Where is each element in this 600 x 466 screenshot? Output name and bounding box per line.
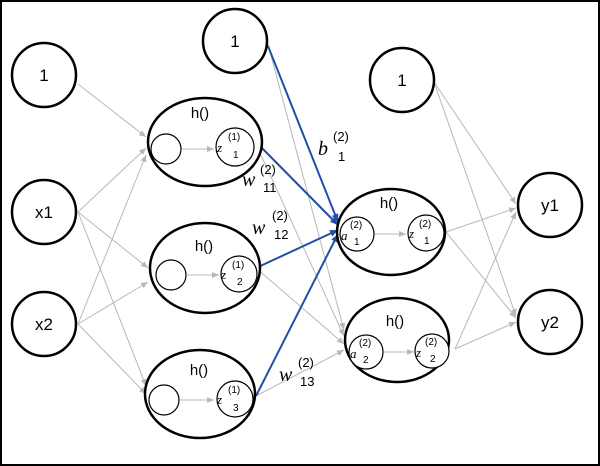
z3-superscript: (1) xyxy=(228,385,240,396)
edges-hidden2-to-output xyxy=(433,81,517,350)
input-node-x1: x1 xyxy=(10,178,78,246)
h2-2-activation-label: h() xyxy=(386,313,404,330)
b-symbol: b xyxy=(318,138,328,160)
z1-superscript: (1) xyxy=(228,132,240,143)
h2-activation-label: h() xyxy=(195,238,213,255)
a2-symbol: a xyxy=(350,346,357,361)
w12-subscript: 12 xyxy=(274,227,288,242)
a2-superscript: (2) xyxy=(359,338,371,349)
x1-label: x1 xyxy=(35,203,53,222)
a1-symbol: a xyxy=(341,228,348,243)
x2-label: x2 xyxy=(35,315,53,334)
input-node-x2: x2 xyxy=(10,290,78,358)
input-bias-label: 1 xyxy=(39,66,48,85)
hidden1-bias-label: 1 xyxy=(230,32,239,51)
hidden1-neuron-2: h() z (1) 2 xyxy=(148,221,262,315)
edges-highlighted xyxy=(254,45,339,397)
hidden2-neuron-1: h() a (2) 1 z (2) 1 xyxy=(335,187,447,277)
output-node-y2: y2 xyxy=(516,288,584,356)
hidden1-bias-node: 1 xyxy=(201,7,269,75)
w13-symbol: w xyxy=(279,364,293,386)
y1-label: y1 xyxy=(541,196,559,215)
z2-1-superscript: (2) xyxy=(419,219,431,230)
z2-1-subscript: 1 xyxy=(424,236,430,247)
hidden1-neuron-3: h() z (1) 3 xyxy=(143,348,257,440)
z2-2-symbol: z xyxy=(415,345,421,360)
edges-hidden1-to-hidden2 xyxy=(254,43,346,397)
w13-subscript: 13 xyxy=(300,374,314,389)
z2-2-subscript: 2 xyxy=(430,354,436,365)
label-w-11-2: w (2) 11 xyxy=(242,162,277,195)
z2-2-superscript: (2) xyxy=(425,337,437,348)
z3-symbol: z xyxy=(216,392,222,407)
w11-subscript: 11 xyxy=(263,180,277,195)
z2-symbol: z xyxy=(220,267,226,282)
hidden1-neuron-1: h() z (1) 1 xyxy=(146,96,264,188)
z2-1-symbol: z xyxy=(408,226,414,241)
label-w-13-2: w (2) 13 xyxy=(279,355,314,389)
w13-superscript: (2) xyxy=(298,355,314,370)
z1-subscript: 1 xyxy=(233,150,239,161)
h2-1-activation-label: h() xyxy=(380,195,398,212)
a1-superscript: (2) xyxy=(350,220,362,231)
b-superscript: (2) xyxy=(333,129,349,144)
w12-superscript: (2) xyxy=(272,208,288,223)
label-w-12-2: w (2) 12 xyxy=(252,208,288,242)
w11-superscript: (2) xyxy=(260,162,276,177)
y2-label: y2 xyxy=(541,313,559,332)
h3-activation-label: h() xyxy=(190,362,208,379)
z2-superscript: (1) xyxy=(232,260,244,271)
label-b-1-2: b (2) 1 xyxy=(318,129,349,164)
z1-symbol: z xyxy=(216,140,222,155)
z2-subscript: 2 xyxy=(237,277,243,288)
w11-symbol: w xyxy=(242,169,256,191)
edges-input-to-hidden1 xyxy=(77,83,149,395)
output-node-y1: y1 xyxy=(516,171,584,239)
w12-symbol: w xyxy=(252,217,266,239)
h1-activation-label: h() xyxy=(191,105,209,122)
a1-subscript: 1 xyxy=(354,237,360,248)
input-node-bias: 1 xyxy=(10,41,78,109)
hidden2-bias-label: 1 xyxy=(397,71,406,90)
hidden2-neuron-2: h() a (2) 2 z (2) 2 xyxy=(343,296,451,384)
a2-subscript: 2 xyxy=(363,355,369,366)
hidden2-bias-node: 1 xyxy=(368,46,436,114)
b-subscript: 1 xyxy=(338,149,345,164)
z3-subscript: 3 xyxy=(233,403,239,414)
